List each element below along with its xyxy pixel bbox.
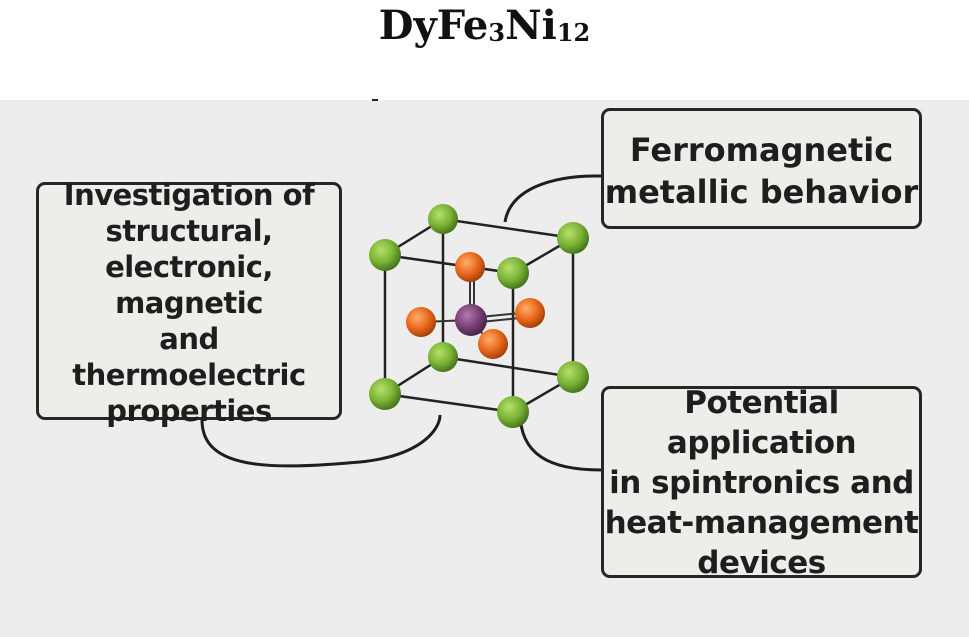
green-sphere-icon xyxy=(497,396,529,428)
orange-sphere-icon xyxy=(478,329,508,359)
green-sphere-icon xyxy=(428,204,458,234)
title-formula-main: DyFe xyxy=(378,2,489,49)
title-formula-sub-1: 3 xyxy=(488,18,506,47)
info-box-ferromagnetic: Ferromagnetic metallic behavior xyxy=(601,108,922,229)
green-sphere-icon xyxy=(497,257,529,289)
green-sphere-icon xyxy=(557,222,589,254)
orange-sphere-icon xyxy=(406,307,436,337)
connector-left xyxy=(200,414,442,468)
orange-sphere-icon xyxy=(515,298,545,328)
connector-top xyxy=(503,174,602,223)
connector-bottom xyxy=(518,411,602,472)
green-sphere-icon xyxy=(369,378,401,410)
green-sphere-icon xyxy=(428,342,458,372)
info-box-applications: Potential application in spintronics and… xyxy=(601,385,922,581)
page-title: DyFe3Ni12 xyxy=(0,0,969,102)
title-formula-sub-2: 12 xyxy=(556,18,591,47)
info-box-investigation: Investigation of structural, electronic,… xyxy=(36,178,342,428)
title-formula-mid: Ni xyxy=(505,2,557,49)
orange-sphere-icon xyxy=(455,252,485,282)
purple-sphere-icon xyxy=(455,304,487,336)
green-sphere-icon xyxy=(369,239,401,271)
green-sphere-icon xyxy=(557,361,589,393)
